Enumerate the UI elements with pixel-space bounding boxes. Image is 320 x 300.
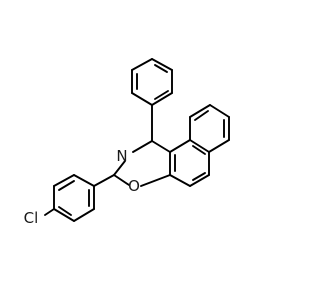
nitrogen-label: N	[116, 147, 127, 165]
naphthalene-ring-a	[169, 139, 210, 187]
chlorine-label: Cl	[24, 209, 39, 227]
oxygen-label: O	[128, 177, 140, 195]
structure-diagram: N O Cl	[24, 58, 230, 227]
chlorophenyl-attachment-bond	[93, 174, 115, 187]
naphthalene-ring-b	[189, 104, 230, 153]
chlorophenyl-ring	[53, 174, 95, 222]
phenyl-ring	[131, 58, 173, 106]
chlorine-bond	[44, 208, 55, 216]
oxazine-ring	[113, 140, 171, 187]
